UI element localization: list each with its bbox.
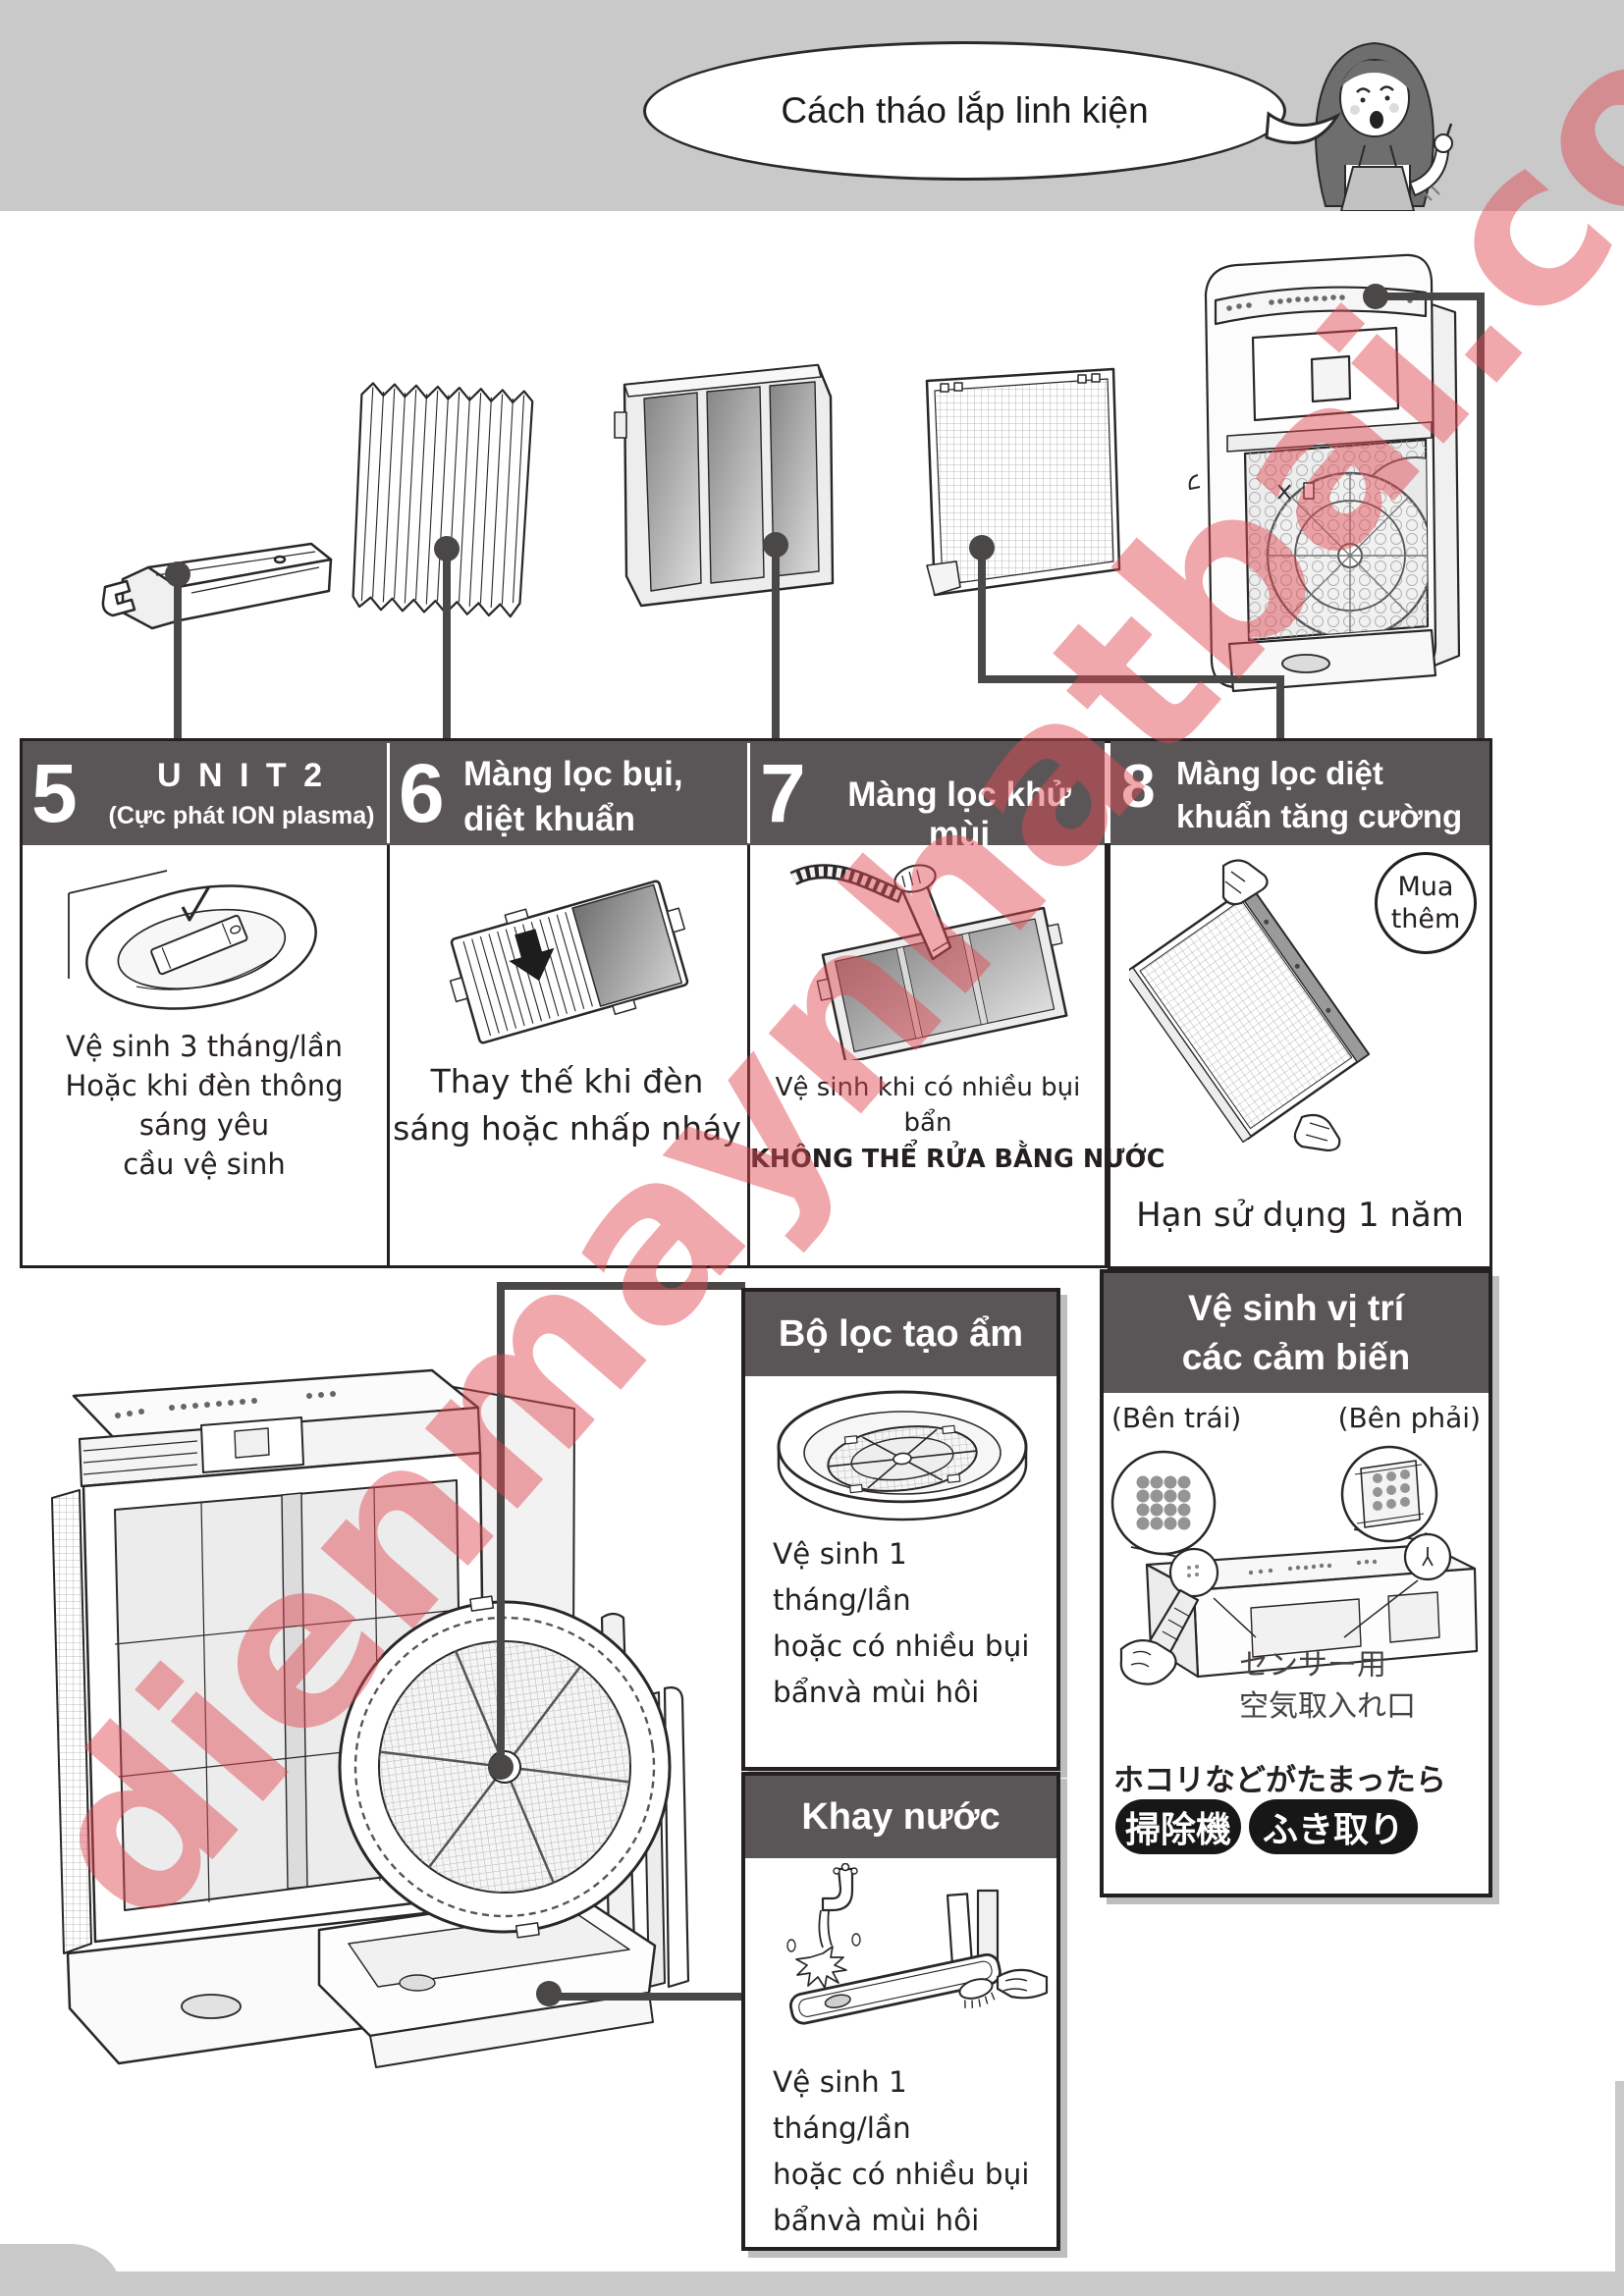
page-right-edge [1615,2081,1624,2296]
section5-title-line2: (Cực phát ION plasma) [108,802,375,829]
water-tray-caption-line1: Vệ sinh 1 tháng/lần [773,2065,911,2145]
leader-line-mesh-h [978,675,1284,683]
mesh-prefilter-illustration [925,367,1121,597]
section6-title-line1: Màng lọc bụi, [463,755,683,793]
humidifier-caption-line3: bẩnvà mùi hôi [773,1676,980,1709]
section7-caption-line1: Vệ sinh khi có nhiều bụi bẩn [775,1073,1081,1138]
section6-caption: Thay thế khi đèn sáng hoặc nhấp nháy [393,1058,741,1152]
leader-dot-humidifier-wheel [488,1754,514,1780]
sensor-left-label: (Bên trái) [1111,1402,1242,1434]
leader-line-device-h [1373,293,1485,300]
pleated-filter-illustration [352,382,534,618]
section6-number: 6 [399,747,445,839]
sensor-title-line2: các cảm biến [1181,1337,1411,1377]
section5-title: U N I T 2 (Cực phát ION plasma) [98,754,385,834]
sensor-locations-illustration [1110,1445,1479,1685]
section5-number: 5 [31,747,78,839]
page-bottom-edge [0,2271,1624,2296]
column-divider-2 [747,845,750,1265]
section5-caption: Vệ sinh 3 tháng/lần Hoặc khi đèn thông s… [27,1027,381,1184]
purifier-back-open-illustration [1188,253,1461,693]
leader-line-deodor-filter [772,546,780,738]
sensor-cleaning-header: Vệ sinh vị trí các cảm biến [1104,1273,1489,1393]
water-tray-caption: Vệ sinh 1 tháng/lần hoặc có nhiều bụi bẩ… [773,2059,1043,2244]
speech-bubble-text: Cách tháo lắp linh kiện [781,90,1149,131]
section7-caption: Vệ sinh khi có nhiều bụi bẩn KHÔNG THỂ R… [750,1070,1165,1178]
section6-caption-line1: Thay thế khi đèn [430,1062,704,1100]
column-divider-1 [387,845,390,1265]
humidifier-filter-header: Bộ lọc tạo ẩm [745,1292,1056,1376]
speech-bubble-tail-icon [1265,111,1341,145]
unit2-cleaning-illustration [68,870,317,1010]
sensor-air-inlet-label: センサー用 空気取入れ口 [1239,1645,1465,1728]
leader-dot-device [1363,284,1388,309]
sensor-right-label: (Bên phải) [1337,1402,1481,1434]
water-tray-header: Khay nước [745,1776,1056,1858]
leader-line-tray-h [548,1993,743,2001]
leader-line-mesh-v2 [1276,675,1284,738]
dust-filter-replace-illustration [449,880,689,1044]
header-band-5-7 [23,741,1105,845]
unit2-cartridge-illustration [101,542,333,630]
section8-caption: Hạn sử dụng 1 năm [1136,1196,1464,1235]
leader-dot-deodor-filter [763,532,788,558]
humidifier-caption-line1: Vệ sinh 1 tháng/lần [773,1537,911,1617]
purifier-front-open-illustration [51,1368,690,2068]
leader-line-humidifier-h [497,1282,745,1290]
leader-line-mesh-v1 [978,548,986,683]
assistant-woman-illustration [1315,41,1453,211]
leader-dot-unit2 [165,561,190,587]
section8-title: Màng lọc diệt khuẩn tăng cường [1176,752,1486,838]
leader-dot-dust-filter [434,536,460,561]
section6-caption-line2: sáng hoặc nhấp nháy [393,1109,741,1148]
deodor-filter-vacuum-illustration [789,864,1068,1060]
water-tray-caption-line2: hoặc có nhiều bụi [773,2158,1030,2191]
leader-dot-tray [536,1981,562,2006]
humidifier-filter-title: Bộ lọc tạo ẩm [778,1312,1024,1355]
section5-title-line1: U N I T 2 [156,757,327,794]
deodorizing-filter-illustration [614,363,835,608]
section7-warning: KHÔNG THỂ RỬA BẰNG NƯỚC [750,1145,1165,1174]
water-tray-title: Khay nước [801,1795,1001,1838]
sensor-title-line1: Vệ sinh vị trí [1187,1288,1404,1328]
leader-dot-mesh [969,535,995,561]
section8-title-line2: khuẩn tăng cường [1176,798,1463,834]
sensor-note: ホコリなどがたまったら [1113,1763,1446,1798]
reinforced-filter-hands-illustration [1129,859,1371,1152]
section8-title-line1: Màng lọc diệt [1176,755,1383,791]
buy-extra-line2: thêm [1390,904,1461,934]
section8-number: 8 [1121,753,1156,821]
humidifier-basin-illustration [777,1390,1028,1522]
section5-caption-line2: Hoặc khi đèn thông sáng yêu [65,1069,344,1142]
header-band-8 [1110,741,1489,845]
buy-extra-badge: Mua thêm [1375,852,1477,954]
section7-number: 7 [760,747,806,839]
wipe-off-button: ふき取り [1249,1799,1418,1854]
water-tray-wash-illustration [786,1863,1049,2025]
leader-line-humidifier-v [497,1282,505,1767]
humidifier-caption-line2: hoặc có nhiều bụi [773,1629,1030,1663]
humidifier-caption: Vệ sinh 1 tháng/lần hoặc có nhiều bụi bẩ… [773,1531,1043,1716]
sensor-air-inlet-line1: センサー用 [1239,1648,1386,1682]
section5-caption-line1: Vệ sinh 3 tháng/lần [66,1030,343,1063]
section6-title-line2: diệt khuẩn [463,800,636,838]
buy-extra-line1: Mua [1397,872,1454,902]
water-tray-caption-line3: bẩnvà mùi hôi [773,2204,980,2237]
sensor-air-inlet-line2: 空気取入れ口 [1239,1689,1416,1724]
vacuum-cleaner-button: 掃除機 [1115,1799,1241,1854]
page-bottom-corner [0,2244,123,2296]
section6-title: Màng lọc bụi, diệt khuẩn [463,752,742,842]
section7-title: Màng lọc khử mùi [847,775,1071,853]
section5-caption-line3: cầu vệ sinh [123,1148,286,1181]
leader-line-dust-filter [443,550,451,738]
leader-line-unit2 [174,574,182,738]
speech-bubble: Cách tháo lắp linh kiện [643,41,1286,181]
